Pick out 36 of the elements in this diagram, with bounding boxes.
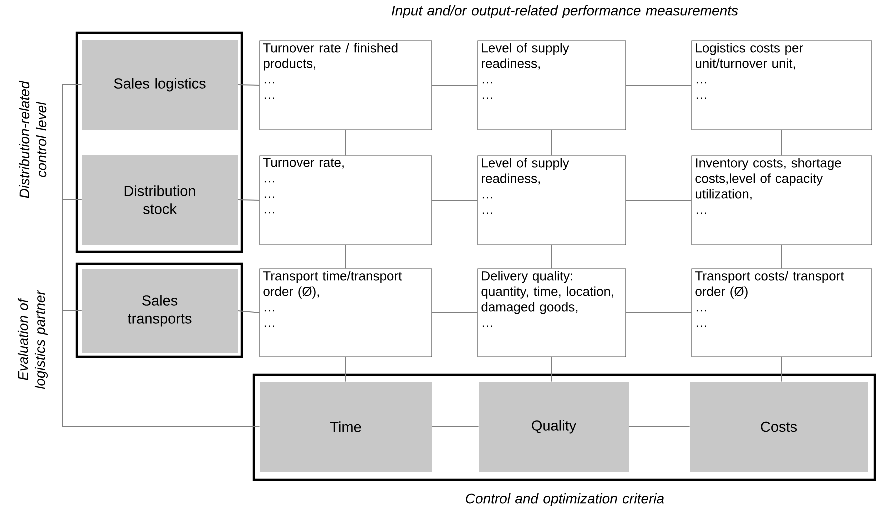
level-box: Time [260,382,432,472]
connector-line [238,200,260,201]
measure-box: Delivery quality: quantity, time, location, damaged goods, … [478,268,626,358]
axis-caption: Distribution-related control level [19,80,47,198]
connector-line [62,200,82,312]
connector-line [626,85,692,86]
measure-box: Transport time/transport order (Ø), … … [260,268,432,358]
level-box: Quality [479,382,629,472]
axis-caption: Input and/or output-related performance measurements [392,5,738,19]
measure-box: Logistics costs per unit/turnover unit, … … [692,40,872,130]
level-box: Sales transports [82,269,238,353]
connector-line [238,310,260,314]
connector-line [62,84,82,200]
measure-box: Transport costs/ transport order (Ø) … … [692,268,872,358]
connector-line [238,84,260,86]
measure-box: Level of supply readiness, … … [478,40,626,130]
group-frame [76,32,244,254]
connector-line [62,310,260,428]
axis-caption: Evaluation of logistics partner [18,290,48,390]
measure-box: Turnover rate, … … … [260,156,432,246]
group-frame [252,374,876,482]
axis-caption: Control and optimization criteria [466,493,664,507]
level-box: Costs [690,382,868,472]
connector-line [626,200,692,201]
level-box: Distribution stock [82,155,238,245]
measure-box: Level of supply readiness, … … [478,156,626,246]
connector-line [432,426,480,428]
connector-line [628,426,690,428]
measure-box: Inventory costs, shortage costs,level of capacity utilization, … [692,156,872,246]
measure-box: Turnover rate / finished products, … … [260,40,432,130]
connector-line [626,312,692,314]
group-frame [76,262,244,358]
connector-line [432,85,478,86]
level-box: Sales logistics [82,40,238,130]
connector-line [432,200,478,201]
connector-line [432,312,478,314]
